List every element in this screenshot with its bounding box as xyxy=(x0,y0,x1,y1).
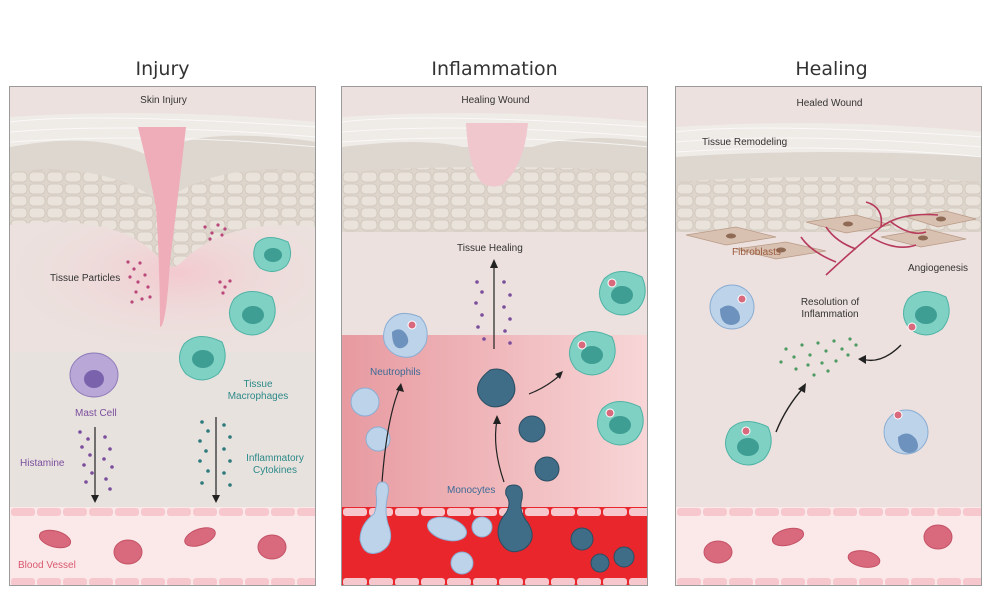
healing-wound-label: Healing Wound xyxy=(461,95,530,106)
skin-injury-label: Skin Injury xyxy=(140,95,187,106)
neutrophil-cell xyxy=(383,312,428,358)
neutrophils-label: Neutrophils xyxy=(370,367,421,378)
tissue-healing-label: Tissue Healing xyxy=(457,243,523,254)
monocytes-label: Monocytes xyxy=(447,485,496,496)
neutrophil-cell xyxy=(883,409,929,455)
histamine-label: Histamine xyxy=(20,458,65,469)
blood-vessel-label: Blood Vessel xyxy=(18,560,76,571)
healing-title: Healing xyxy=(795,58,868,80)
inflammation-panel: Healing Wound Tissue Healing Neutrophils… xyxy=(341,86,648,586)
macrophage-cell xyxy=(903,291,950,336)
injury-illustration xyxy=(10,87,315,585)
resolution-label: Resolution of Inflammation xyxy=(800,297,860,320)
macrophage-cell xyxy=(599,271,646,316)
injury-panel: Skin Injury Tissue Particles Tissue Macr… xyxy=(9,86,316,586)
healed-wound-label: Healed Wound xyxy=(796,98,863,109)
inflammatory-cytokines-label: Inflammatory Cytokines xyxy=(246,453,304,476)
macrophage-cell xyxy=(253,237,292,272)
tissue-remodeling-label: Tissue Remodeling xyxy=(702,137,788,148)
macrophage-cell xyxy=(229,291,276,336)
macrophage-cell xyxy=(179,336,226,381)
neutrophil-cell xyxy=(709,284,755,330)
macrophage-cell xyxy=(597,401,644,446)
macrophage-cell xyxy=(569,331,616,376)
inflammation-illustration xyxy=(342,87,647,585)
fibroblasts-label: Fibroblasts xyxy=(732,247,781,258)
angiogenesis-label: Angiogenesis xyxy=(908,263,969,274)
injury-title: Injury xyxy=(135,58,190,80)
tissue-macrophages-label: Tissue Macrophages xyxy=(227,379,289,402)
healing-illustration xyxy=(676,87,981,585)
macrophage-cell xyxy=(725,421,772,466)
mast-cell xyxy=(69,352,119,398)
tissue-particles-label: Tissue Particles xyxy=(50,273,121,284)
healing-panel: Healed Wound Tissue Remodeling Fibroblas… xyxy=(675,86,982,586)
mast-cell-label: Mast Cell xyxy=(75,408,117,419)
inflammation-title: Inflammation xyxy=(431,58,558,80)
